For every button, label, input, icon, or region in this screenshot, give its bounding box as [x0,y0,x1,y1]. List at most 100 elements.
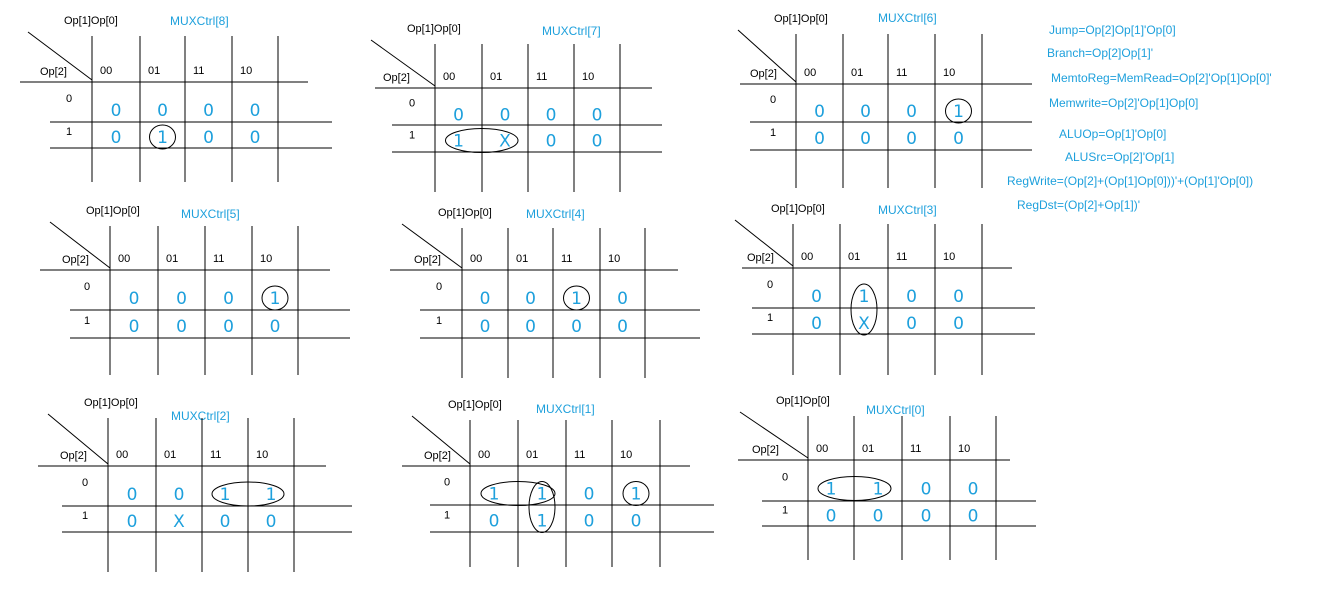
column-header-label: 00 [116,449,128,461]
boolean-equation: RegDst=(Op[2]+Op[1])' [1017,198,1140,212]
column-header-label: 11 [896,67,907,79]
kmap-cell-value: 0 [111,101,122,121]
row-header-label: 0 [444,477,450,489]
kmap-cell-value: 0 [906,102,917,122]
kmap-cell-value: 0 [873,507,884,527]
kmap-cell-value: 0 [584,485,595,505]
column-header-label: 01 [166,253,178,265]
row-header-label: 0 [409,98,415,110]
kmap-group-ring [445,128,519,153]
kmap-cell-value: 1 [537,512,548,532]
kmap-cell-value: 0 [811,314,822,334]
column-header-label: 01 [862,443,874,455]
column-header-label: 00 [470,253,482,265]
kmap-group-ring [211,481,285,507]
column-variable-label: Op[1]Op[0] [774,13,828,25]
kmap-title: MUXCtrl[7] [542,24,601,38]
column-variable-label: Op[1]Op[0] [86,205,140,217]
kmap-cell-value: 1 [631,485,642,505]
kmap-cell-value: 0 [826,507,837,527]
row-header-label: 1 [82,510,88,522]
column-header-label: 10 [620,449,632,461]
kmap-cell-value: X [858,314,870,334]
kmap-cell-value: 0 [546,106,557,126]
column-header-label: 01 [164,449,176,461]
kmap-cell-value: 0 [860,129,871,149]
kmap-cell-value: 0 [921,480,932,500]
kmap-cell-value: 0 [906,129,917,149]
corner-diagonal-line [734,219,794,267]
row-variable-label: Op[2] [414,254,441,266]
kmap-cell-value: 0 [571,317,582,337]
kmap-cell-value: 0 [203,101,214,121]
row-variable-label: Op[2] [62,254,89,266]
row-header-label: 0 [66,93,72,105]
column-header-label: 01 [148,65,160,77]
kmap-cell-value: 0 [953,287,964,307]
column-variable-label: Op[1]Op[0] [64,15,118,27]
kmap-title: MUXCtrl[1] [536,402,595,416]
row-variable-label: Op[2] [40,66,67,78]
kmap-cell-value: 1 [220,485,231,505]
kmap-cell-value: 1 [266,485,277,505]
column-variable-label: Op[1]Op[0] [776,395,830,407]
kmap-cell-value: 0 [489,512,500,532]
kmap-cell-value: 0 [223,317,234,337]
boolean-equation: MemtoReg=MemRead=Op[2]'Op[1]Op[0]' [1051,71,1272,85]
kmap-title: MUXCtrl[3] [878,203,937,217]
kmap-cell-value: 0 [617,289,628,309]
kmap-group-ring [480,481,556,506]
kmap-cell-value: 0 [814,129,825,149]
kmap-cell-value: 0 [592,132,603,152]
row-header-label: 1 [444,510,450,522]
kmap-cell-value: 0 [953,314,964,334]
kmap-cell-value: 0 [584,512,595,532]
kmap-title: MUXCtrl[8] [170,14,229,28]
kmap-cell-value: 0 [953,129,964,149]
column-header-label: 11 [561,253,572,265]
kmap-title: MUXCtrl[0] [866,403,925,417]
column-header-label: 11 [213,253,224,265]
column-header-label: 10 [608,253,620,265]
kmap-cell-value: 0 [811,287,822,307]
column-header-label: 00 [118,253,130,265]
kmap-group-ring [149,124,176,150]
kmap-cell-value: 0 [157,101,168,121]
column-variable-label: Op[1]Op[0] [438,207,492,219]
kmap-group-ring [528,481,556,533]
kmap-cell-value: 1 [453,132,464,152]
kmap-cell-value: 0 [860,102,871,122]
column-header-label: 10 [256,449,268,461]
kmap-cell-value: 0 [176,317,187,337]
boolean-equation: Jump=Op[2]Op[1]'Op[0] [1049,23,1176,37]
kmap-title: MUXCtrl[2] [171,409,230,423]
kmap-cell-value: 1 [873,480,884,500]
column-header-label: 10 [943,67,955,79]
row-header-label: 1 [782,505,788,517]
corner-diagonal-line [411,415,471,465]
boolean-equation: ALUOp=Op[1]'Op[0] [1059,127,1166,141]
kmap-cell-value: 0 [270,317,281,337]
kmap-cell-value: 0 [968,507,979,527]
column-variable-label: Op[1]Op[0] [84,397,138,409]
kmap-cell-value: 0 [129,317,140,337]
row-variable-label: Op[2] [60,450,87,462]
row-header-label: 0 [767,279,773,291]
column-header-label: 01 [490,71,502,83]
kmap-title: MUXCtrl[6] [878,11,937,25]
kmap-cell-value: X [173,512,185,532]
column-header-label: 11 [193,65,204,77]
kmap-group-ring [261,285,289,311]
row-variable-label: Op[2] [424,450,451,462]
kmap-group-ring [850,283,878,336]
column-header-label: 00 [801,251,813,263]
corner-diagonal-line [47,413,109,465]
column-variable-label: Op[1]Op[0] [407,23,461,35]
row-header-label: 0 [436,281,442,293]
boolean-equation: ALUSrc=Op[2]'Op[1] [1065,150,1174,164]
kmap-cell-value: 1 [489,485,500,505]
